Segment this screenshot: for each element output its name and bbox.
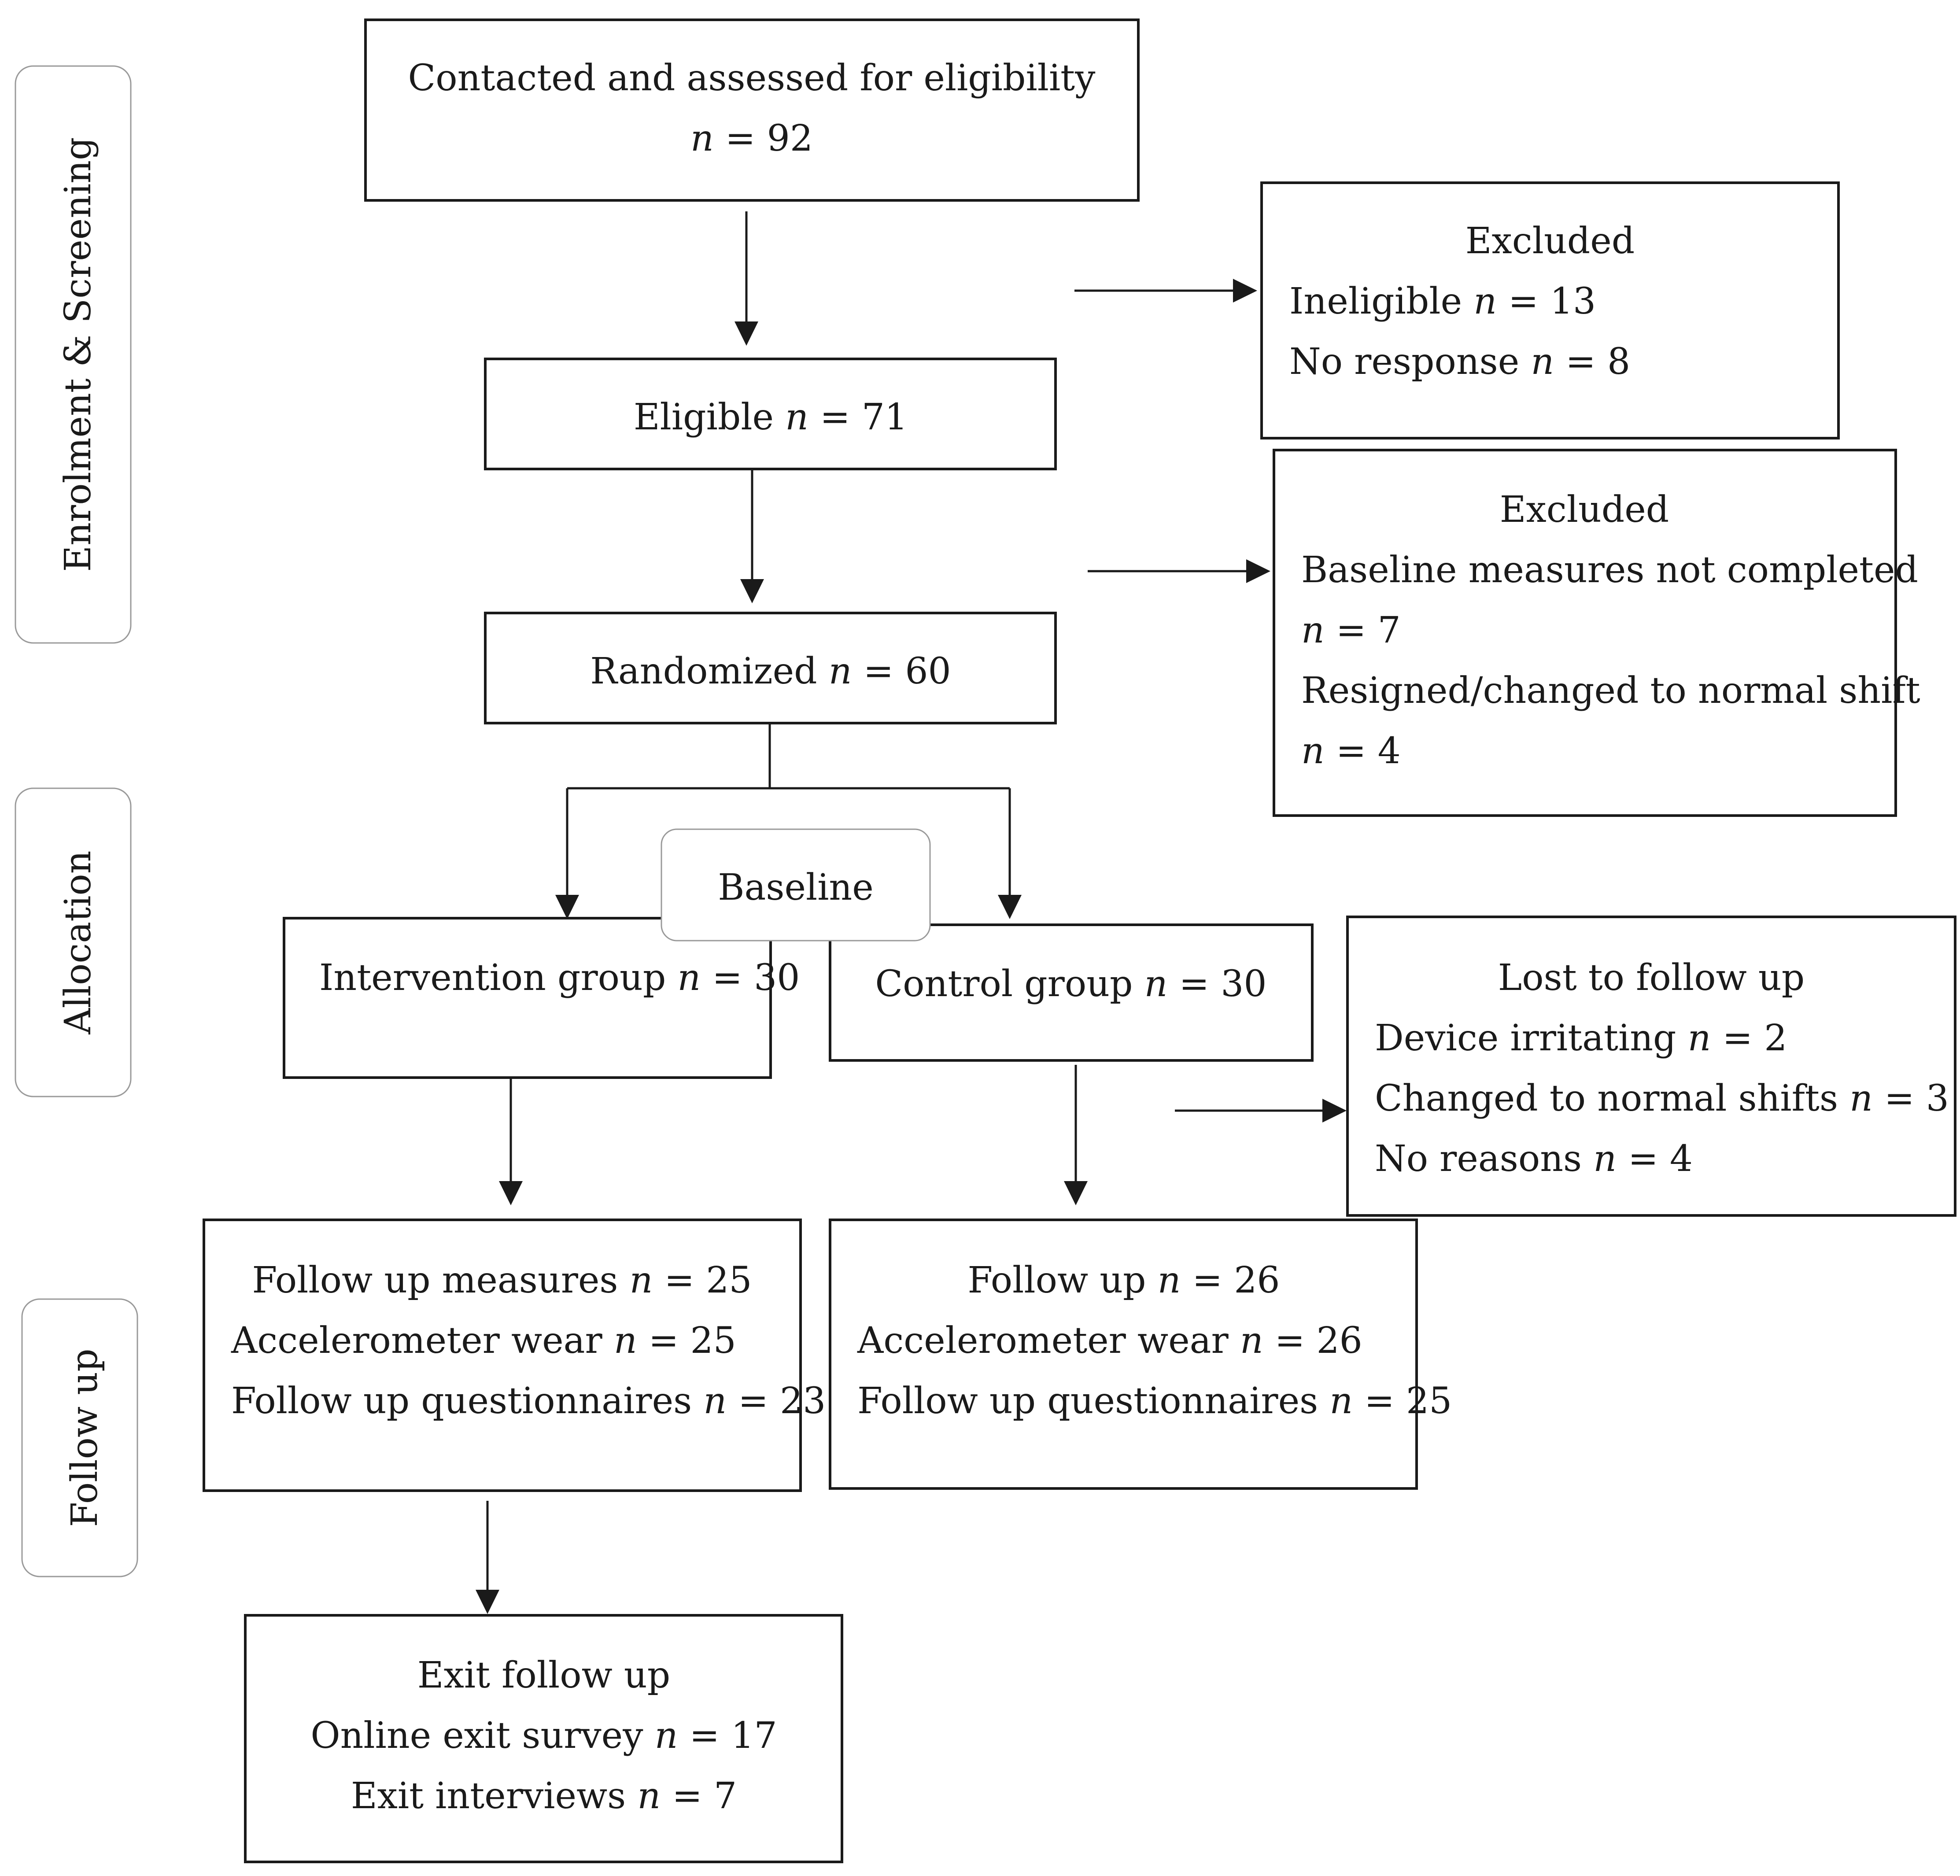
box-baseline: Baseline bbox=[661, 828, 931, 942]
connectors bbox=[476, 211, 1347, 1614]
phase-label-allocation: Allocation bbox=[15, 787, 132, 1097]
excluded-1-line-2: No response n = 8 bbox=[1289, 341, 1630, 383]
excluded-2-title: Excluded bbox=[1500, 489, 1669, 531]
contacted-label: Contacted and assessed for eligibility bbox=[408, 57, 1096, 99]
excluded-2-line-1-count: n = 7 bbox=[1301, 609, 1401, 651]
exit-line-2: Exit interviews n = 7 bbox=[351, 1775, 737, 1817]
box-excluded-baseline: Excluded Baseline measures not completed… bbox=[1273, 449, 1920, 817]
baseline-label: Baseline bbox=[718, 867, 874, 908]
exit-title: Exit follow up bbox=[417, 1654, 670, 1696]
phase-label-enrolment: Enrolment & Screening bbox=[15, 65, 132, 644]
excluded-2-line-1-label: Baseline measures not completed bbox=[1301, 549, 1918, 591]
excluded-1-line-1: Ineligible n = 13 bbox=[1289, 281, 1596, 322]
excluded-2-line-2-count: n = 4 bbox=[1301, 730, 1401, 772]
intervention-text: Intervention group n = 30 bbox=[319, 957, 800, 999]
lost-line-3: No reasons n = 4 bbox=[1375, 1138, 1693, 1180]
excluded-2-line-2-label: Resigned/changed to normal shift bbox=[1301, 670, 1920, 712]
eligible-text: Eligible n = 71 bbox=[634, 396, 908, 438]
box-eligible: Eligible n = 71 bbox=[484, 358, 1057, 470]
control-text: Control group n = 30 bbox=[875, 963, 1266, 1005]
excluded-1-title: Excluded bbox=[1465, 220, 1635, 262]
box-intervention-follow-up: Follow up measures n = 25 Accelerometer … bbox=[203, 1219, 826, 1492]
box-lost-to-follow-up: Lost to follow up Device irritating n = … bbox=[1346, 916, 1956, 1217]
control-fu-line-1: Follow up n = 26 bbox=[967, 1259, 1280, 1301]
box-intervention-group: Intervention group n = 30 bbox=[283, 917, 800, 1079]
box-exit-follow-up: Exit follow up Online exit survey n = 17… bbox=[244, 1614, 843, 1863]
phase-enrolment-text: Enrolment & Screening bbox=[57, 137, 99, 572]
intervention-fu-line-1: Follow up measures n = 25 bbox=[252, 1259, 752, 1301]
phase-follow-up-text: Follow up bbox=[64, 1348, 106, 1527]
randomized-text: Randomized n = 60 bbox=[590, 650, 951, 692]
lost-line-2: Changed to normal shifts n = 3 bbox=[1375, 1078, 1949, 1119]
box-contacted: Contacted and assessed for eligibility n… bbox=[364, 18, 1140, 202]
contacted-count: n = 92 bbox=[690, 118, 813, 159]
intervention-fu-line-3: Follow up questionnaires n = 23 bbox=[231, 1380, 826, 1422]
lost-title: Lost to follow up bbox=[1498, 957, 1805, 999]
box-excluded-ineligible: Excluded Ineligible n = 13 No response n… bbox=[1260, 181, 1840, 439]
box-control-group: Control group n = 30 bbox=[829, 923, 1314, 1062]
lost-line-1: Device irritating n = 2 bbox=[1375, 1017, 1787, 1059]
control-fu-line-2: Accelerometer wear n = 26 bbox=[857, 1320, 1362, 1362]
box-control-follow-up: Follow up n = 26 Accelerometer wear n = … bbox=[829, 1219, 1452, 1490]
exit-line-1: Online exit survey n = 17 bbox=[310, 1715, 777, 1757]
intervention-fu-line-2: Accelerometer wear n = 25 bbox=[231, 1320, 736, 1362]
control-fu-line-3: Follow up questionnaires n = 25 bbox=[857, 1380, 1452, 1422]
phase-label-follow-up: Follow up bbox=[21, 1298, 138, 1577]
box-randomized: Randomized n = 60 bbox=[484, 612, 1057, 724]
phase-allocation-text: Allocation bbox=[57, 850, 99, 1034]
